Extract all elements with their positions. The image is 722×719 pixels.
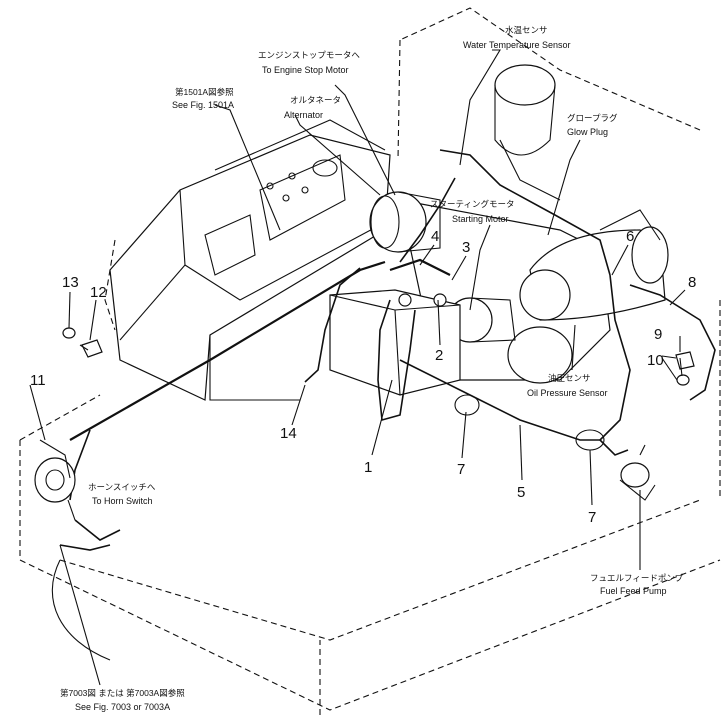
part-number-4: 4 [431, 228, 439, 245]
label-alternator-jp: オルタネータ [290, 95, 341, 105]
battery [329, 289, 461, 396]
part-number-7a: 7 [457, 461, 465, 478]
part-number-6: 6 [626, 228, 634, 245]
label-fig7003-jp: 第7003図 または 第7003A図参照 [60, 688, 185, 698]
part-number-10: 10 [647, 352, 664, 369]
part-number-13: 13 [62, 274, 79, 291]
label-alternator-en: Alternator [284, 110, 323, 120]
part-number-14: 14 [280, 425, 297, 442]
label-oil-pressure-jp: 油圧センサ [548, 373, 591, 383]
washer-10 [676, 374, 690, 386]
label-engine-stop-jp: エンジンストップモータへ [258, 50, 360, 60]
horn [34, 439, 76, 503]
label-oil-pressure-en: Oil Pressure Sensor [527, 388, 608, 398]
label-fig7003-en: See Fig. 7003 or 7003A [75, 702, 170, 712]
part-number-1: 1 [364, 459, 372, 476]
label-fuel-pump-jp: フュエルフィードポンプ [590, 573, 684, 583]
console-box [109, 119, 391, 401]
bolt-12 [79, 339, 103, 358]
label-engine-stop-en: To Engine Stop Motor [262, 65, 349, 75]
bolt-9 [675, 351, 695, 370]
part-number-9: 9 [654, 326, 662, 343]
label-horn-switch-jp: ホーンスイッチへ [88, 482, 156, 492]
callout-labels: 水温センサ Water Temperature Sensor エンジンストップモ… [60, 25, 684, 712]
part-number-7b: 7 [588, 509, 596, 526]
label-fig1501-en: See Fig. 1501A [172, 100, 234, 110]
label-horn-switch-en: To Horn Switch [92, 496, 153, 506]
part-number-8: 8 [688, 274, 696, 291]
alternator [369, 191, 441, 253]
label-glow-plug-en: Glow Plug [567, 127, 608, 137]
label-water-temp-jp: 水温センサ [505, 25, 548, 35]
fuel-feed-pump [619, 444, 656, 501]
washer-13 [62, 327, 76, 339]
clamp-7a [454, 394, 480, 416]
part-number-5: 5 [517, 484, 525, 501]
leader-lines [29, 49, 686, 686]
label-fig1501-jp: 第1501A図参照 [175, 87, 234, 97]
part-number-12: 12 [90, 284, 107, 301]
label-starting-motor-en: Starting Motor [452, 214, 509, 224]
part-number-11: 11 [30, 372, 46, 389]
label-water-temp-en: Water Temperature Sensor [463, 40, 571, 50]
label-glow-plug-jp: グロープラグ [567, 113, 618, 123]
label-starting-motor-jp: スターティングモータ [430, 199, 515, 209]
label-fuel-pump-en: Fuel Feed Pump [600, 586, 667, 596]
machine-frame [19, 7, 721, 715]
part-number-2: 2 [435, 347, 443, 364]
part-number-3: 3 [462, 239, 470, 256]
part-number-callouts: 1 2 3 4 5 6 7 7 8 9 10 11 12 13 14 [30, 228, 696, 526]
wiring-harness [59, 149, 716, 551]
